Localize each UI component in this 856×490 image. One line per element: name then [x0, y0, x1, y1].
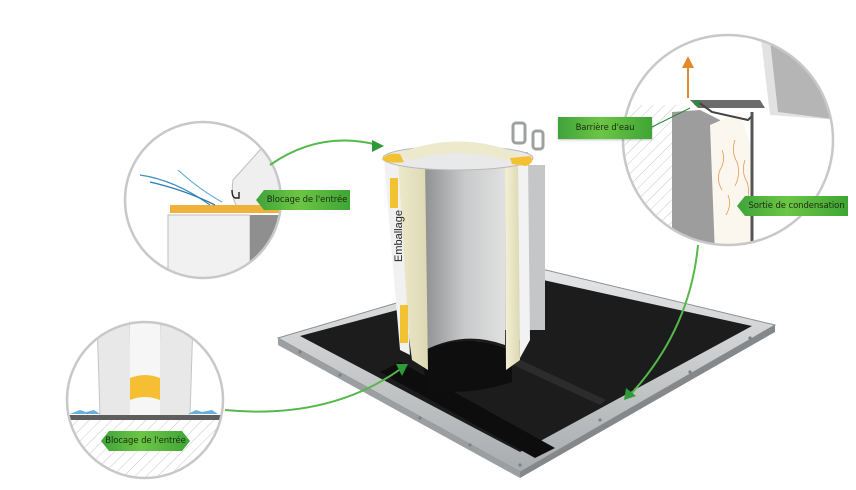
callout-label: Blocage de l'entrée: [266, 195, 348, 205]
detail-circle-entry-bottom: [65, 320, 225, 480]
detail-circle-seal: [621, 33, 835, 247]
callout-water-barrier: Barrière d'eau: [558, 117, 652, 139]
callout-entry-block-top: Blocage de l'entrée: [256, 190, 350, 210]
product-label: Emballage: [393, 210, 405, 262]
callout-label: Sortie de condensation: [748, 201, 845, 211]
callout-condensation-outlet: Sortie de condensation: [737, 196, 848, 216]
leader-arrows: [224, 107, 699, 413]
sleeve-cutaway: [382, 121, 545, 392]
callout-label: Blocage de l'entrée: [105, 436, 186, 446]
callout-entry-block-bottom: Blocage de l'entrée: [101, 431, 190, 451]
callout-label: Barrière d'eau: [575, 123, 635, 133]
detail-circle-entry-top: [123, 120, 283, 280]
